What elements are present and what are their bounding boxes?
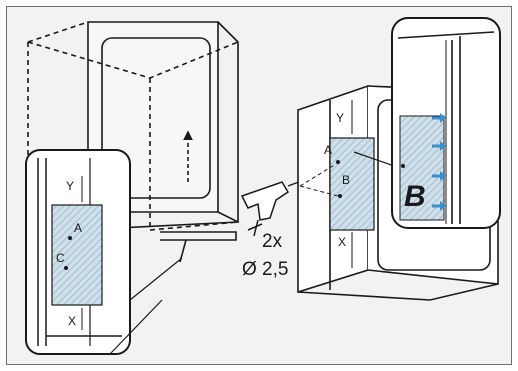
drill-point-a-left (68, 236, 72, 240)
mounting-template-detail (399, 115, 445, 221)
detail-callout-right: B (391, 17, 501, 229)
point-label-c-left: C (56, 251, 65, 265)
point-label-b-detail: B (404, 180, 426, 213)
drill-diameter: Ø 2,5 (242, 259, 288, 280)
mounting-template-right (329, 137, 375, 231)
mounting-template-left (51, 204, 103, 306)
point-label-b-right: B (342, 173, 350, 187)
point-label-a-left: A (74, 221, 82, 235)
point-label-a-right: A (324, 143, 332, 157)
dimension-y-right: Y (336, 111, 344, 125)
drill-point-c-left (64, 266, 68, 270)
drill-icon (240, 179, 305, 237)
alignment-arrows (432, 113, 446, 211)
drill-hole-count: 2x (262, 231, 283, 252)
dimension-x-left: X (68, 314, 76, 328)
dimension-x-right: X (338, 235, 346, 249)
drill-point-a-right (336, 160, 340, 164)
detail-callout-left: Y X A C (25, 149, 183, 355)
drill-direction-lines (299, 163, 339, 197)
dimension-y-left: Y (66, 179, 74, 193)
drill-point-b-right (338, 194, 342, 198)
